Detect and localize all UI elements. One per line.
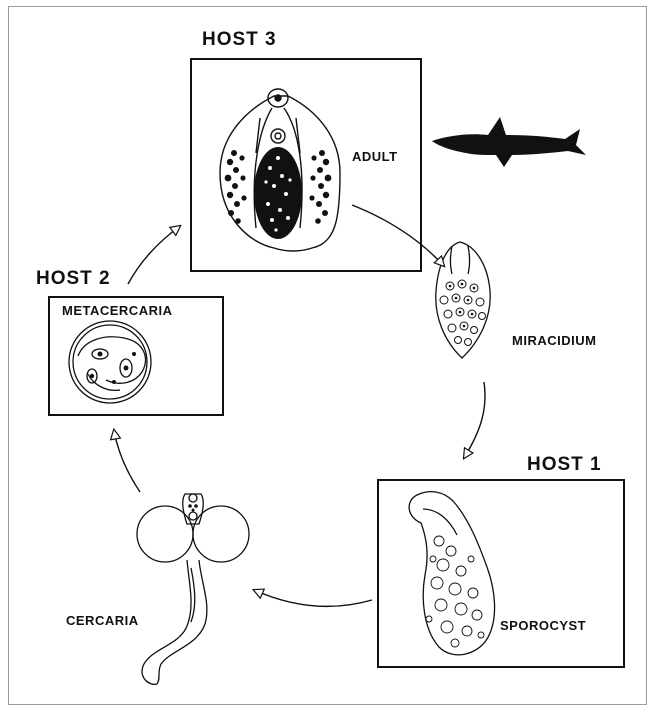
arrow-icon <box>0 0 655 711</box>
